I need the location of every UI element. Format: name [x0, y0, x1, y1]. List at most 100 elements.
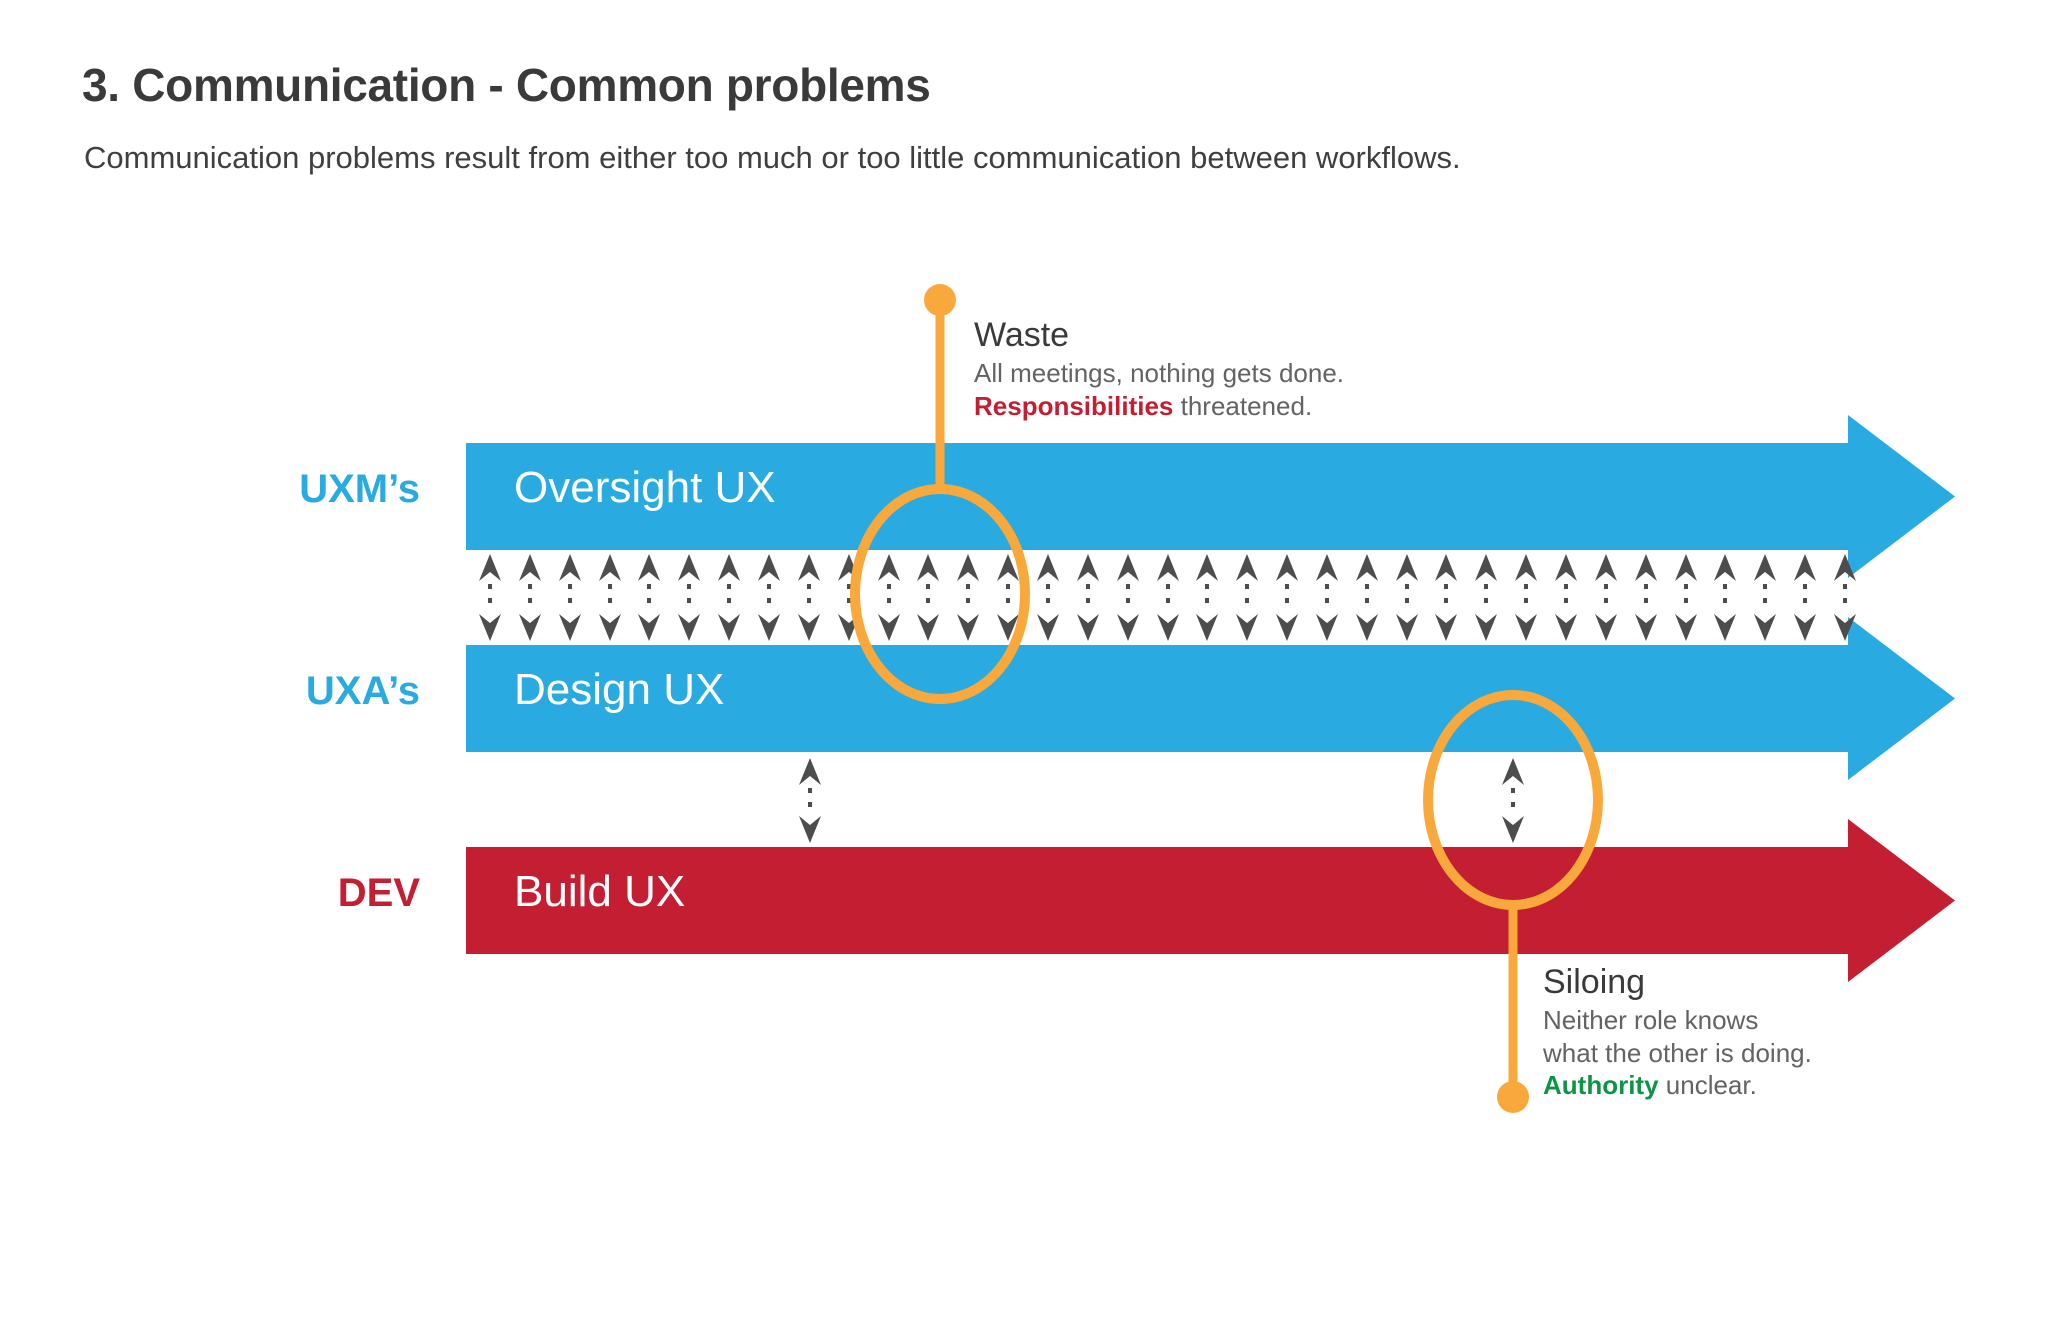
arrowhead-down-icon	[1157, 614, 1179, 641]
arrowhead-up-icon	[1555, 554, 1577, 581]
arrowhead-down-icon	[1435, 614, 1457, 641]
callout-waste-body: All meetings, nothing gets done.Responsi…	[974, 357, 1344, 422]
two-way-dotted-arrow	[1834, 554, 1856, 641]
arrowhead-down-icon	[1077, 614, 1099, 641]
two-way-dotted-arrow	[1316, 554, 1338, 641]
arrowhead-up-icon	[1396, 554, 1418, 581]
row-label-uxa: UXA’s	[305, 669, 420, 713]
arrowhead-down-icon	[1236, 614, 1258, 641]
bar-label-oversight-ux: Oversight UX	[514, 463, 776, 512]
arrowhead-down-icon	[1276, 614, 1298, 641]
two-way-dotted-arrow	[1794, 554, 1816, 641]
arrowhead-down-icon	[1316, 614, 1338, 641]
arrowhead-up-icon	[638, 554, 660, 581]
arrowhead-down-icon	[1635, 614, 1657, 641]
arrowhead-down-icon	[957, 614, 979, 641]
two-way-dotted-arrow	[599, 554, 621, 641]
two-way-dotted-arrow	[798, 554, 820, 641]
arrowhead-up-icon	[1196, 554, 1218, 581]
arrowhead-up-icon	[599, 554, 621, 581]
bar-oversight-ux	[466, 415, 1955, 578]
arrowhead-up-icon	[678, 554, 700, 581]
arrowhead-up-icon	[1236, 554, 1258, 581]
two-way-dotted-arrow	[638, 554, 660, 641]
two-way-dotted-arrow	[799, 758, 821, 843]
bar-design-ux	[466, 617, 1955, 780]
callout-line: Authority unclear.	[1543, 1069, 1812, 1102]
dotted-arrow-field-top	[479, 554, 1856, 641]
arrowhead-up-icon	[1675, 554, 1697, 581]
two-way-dotted-arrow	[718, 554, 740, 641]
callout-marker-siloing[interactable]	[1423, 690, 1603, 1113]
arrowhead-up-icon	[559, 554, 581, 581]
two-way-dotted-arrow	[1276, 554, 1298, 641]
arrowhead-down-icon	[1834, 614, 1856, 641]
arrowhead-up-icon	[997, 554, 1019, 581]
dotted-arrow-field-bottom	[799, 758, 1524, 843]
arrowhead-up-icon	[1475, 554, 1497, 581]
arrowhead-up-icon	[957, 554, 979, 581]
arrowhead-up-icon	[718, 554, 740, 581]
callout-line: All meetings, nothing gets done.	[974, 357, 1344, 390]
two-way-dotted-arrow	[1475, 554, 1497, 641]
callout-text: All meetings, nothing gets done.	[974, 358, 1345, 389]
bar-build-ux	[466, 819, 1955, 982]
two-way-dotted-arrow	[479, 554, 501, 641]
page-subtitle: Communication problems result from eithe…	[84, 140, 1461, 175]
callout-line: what the other is doing.	[1543, 1037, 1812, 1070]
arrowhead-down-icon	[559, 614, 581, 641]
callout-line: Responsibilities threatened.	[974, 390, 1344, 423]
arrowhead-up-icon	[1794, 554, 1816, 581]
two-way-dotted-arrow	[997, 554, 1019, 641]
two-way-dotted-arrow	[1396, 554, 1418, 641]
bar-label-design-ux: Design UX	[514, 665, 725, 714]
two-way-dotted-arrow	[1675, 554, 1697, 641]
arrowhead-down-icon	[799, 816, 821, 843]
two-way-dotted-arrow	[1714, 554, 1736, 641]
arrowhead-down-icon	[1396, 614, 1418, 641]
two-way-dotted-arrow	[1595, 554, 1617, 641]
arrowhead-down-icon	[1037, 614, 1059, 641]
arrowhead-up-icon	[1635, 554, 1657, 581]
arrowhead-down-icon	[519, 614, 541, 641]
callout-waste: Waste All meetings, nothing gets done.Re…	[974, 315, 1344, 422]
arrowhead-up-icon	[1157, 554, 1179, 581]
arrowhead-down-icon	[599, 614, 621, 641]
arrowhead-down-icon	[758, 614, 780, 641]
arrowhead-up-icon	[798, 554, 820, 581]
arrowhead-up-icon	[1714, 554, 1736, 581]
arrowhead-down-icon	[1675, 614, 1697, 641]
two-way-dotted-arrow	[1515, 554, 1537, 641]
callout-waste-title: Waste	[974, 316, 1070, 354]
callout-siloing-title: Siloing	[1543, 963, 1646, 1001]
callout-keyword: Responsibilities	[974, 390, 1174, 421]
arrowhead-up-icon	[917, 554, 939, 581]
arrowhead-up-icon	[1037, 554, 1059, 581]
two-way-dotted-arrow	[1435, 554, 1457, 641]
callout-line: Neither role knows	[1543, 1004, 1812, 1037]
arrowhead-down-icon	[1515, 614, 1537, 641]
arrowhead-down-icon	[1502, 816, 1524, 843]
two-way-dotted-arrow	[917, 554, 939, 641]
callout-keyword: Authority	[1543, 1070, 1659, 1101]
arrowhead-up-icon	[878, 554, 900, 581]
arrowhead-up-icon	[799, 758, 821, 785]
two-way-dotted-arrow	[1356, 554, 1378, 641]
callout-marker-waste[interactable]	[850, 284, 1030, 704]
two-way-dotted-arrow	[878, 554, 900, 641]
callout-text: unclear.	[1658, 1070, 1757, 1101]
callout-text: Neither role knows	[1543, 1005, 1759, 1036]
arrowhead-down-icon	[917, 614, 939, 641]
arrowhead-down-icon	[1754, 614, 1776, 641]
arrowhead-down-icon	[1475, 614, 1497, 641]
two-way-dotted-arrow	[1077, 554, 1099, 641]
arrowhead-down-icon	[479, 614, 501, 641]
arrowhead-down-icon	[678, 614, 700, 641]
two-way-dotted-arrow	[1196, 554, 1218, 641]
arrowhead-down-icon	[1794, 614, 1816, 641]
arrowhead-up-icon	[479, 554, 501, 581]
arrowhead-up-icon	[1595, 554, 1617, 581]
